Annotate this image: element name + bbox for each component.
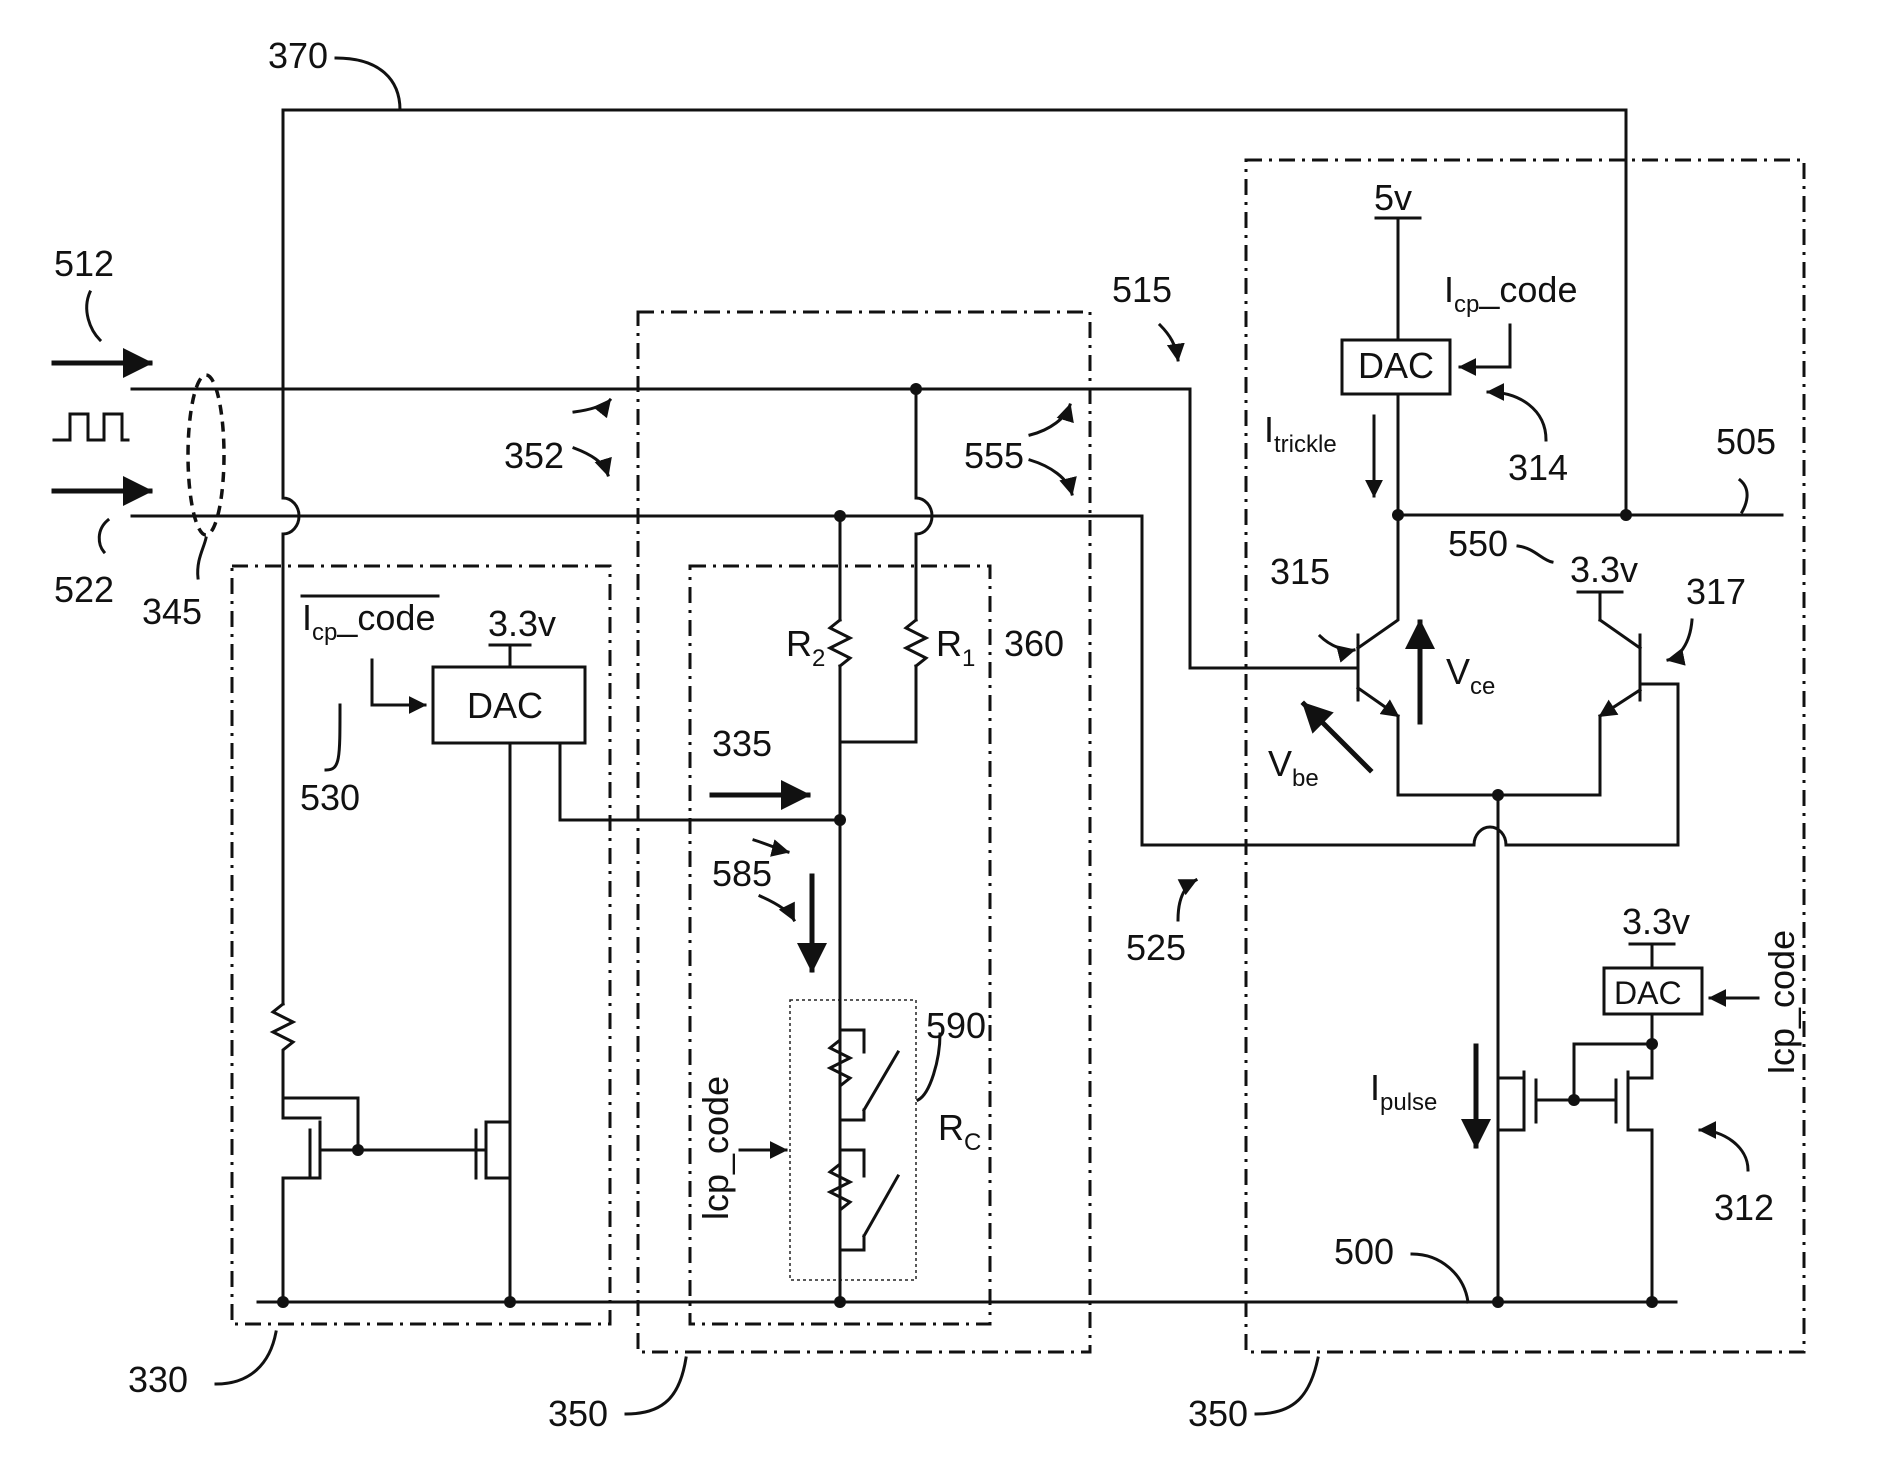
supply-3v3-317-label: 3.3v (1570, 549, 1638, 590)
dac-330-label: DAC (467, 685, 543, 726)
svg-text:Icp_code: Icp_code (302, 597, 435, 646)
dac-314-label: DAC (1358, 345, 1434, 386)
supply-3v3-dac330-label: 3.3v (488, 603, 556, 644)
icp-code-bar-label: Icp_code (302, 596, 438, 646)
ref-555: 555 (964, 435, 1024, 476)
ref-500: 500 (1334, 1231, 1394, 1272)
rc-label: RC (938, 1107, 981, 1156)
ref-330: 330 (128, 1359, 188, 1400)
i-trickle-label: Itrickle (1264, 409, 1337, 458)
ref-350-left: 350 (548, 1393, 608, 1434)
i-pulse-label: Ipulse (1370, 1067, 1437, 1116)
vbe-label: Vbe (1268, 743, 1319, 792)
lcp-code-590-label: lcp_code (695, 1076, 736, 1220)
direction-arrows (712, 416, 1476, 1150)
current-mirror-330 (283, 1098, 510, 1302)
ref-314: 314 (1508, 447, 1568, 488)
dac-312-label: DAC (1614, 975, 1682, 1011)
ref-522: 522 (54, 569, 114, 610)
vce-label: Vce (1446, 651, 1495, 700)
block-350-right-boundary (1246, 160, 1804, 1352)
wire-370 (283, 110, 1626, 1004)
ref-505: 505 (1716, 421, 1776, 462)
input-arrows (54, 363, 150, 491)
bundle-345-ellipse (188, 375, 224, 535)
icp-code-314-label: Icp_code (1444, 269, 1577, 318)
ref-590: 590 (926, 1005, 986, 1046)
ref-530: 530 (300, 777, 360, 818)
ref-370: 370 (268, 35, 328, 76)
ref-550: 550 (1448, 523, 1508, 564)
r1-branch (840, 389, 932, 742)
ref-352: 352 (504, 435, 564, 476)
r2-label: R2 (786, 623, 825, 672)
ref-515: 515 (1112, 269, 1172, 310)
supply-3v3-dac312-label: 3.3v (1622, 901, 1690, 942)
ref-335: 335 (712, 723, 772, 764)
ref-345: 345 (142, 591, 202, 632)
ref-315: 315 (1270, 551, 1330, 592)
ref-317: 317 (1686, 571, 1746, 612)
ref-512: 512 (54, 243, 114, 284)
ref-360: 360 (1004, 623, 1064, 664)
supply-5v-label: 5v (1374, 177, 1412, 218)
transistor-317 (1498, 592, 1678, 795)
ref-312: 312 (1714, 1187, 1774, 1228)
ref-525: 525 (1126, 927, 1186, 968)
r1-label: R1 (936, 623, 975, 672)
block-590-boundary (790, 1000, 916, 1280)
lcp-code-312-label: lcp_code (1761, 930, 1802, 1074)
ref-585: 585 (712, 853, 772, 894)
pulse-waveform-icon (54, 414, 128, 440)
ref-350-right: 350 (1188, 1393, 1248, 1434)
